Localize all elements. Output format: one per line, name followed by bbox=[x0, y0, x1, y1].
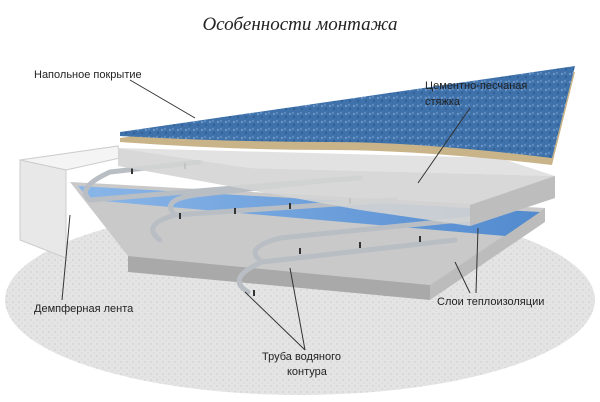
diagram-title: Особенности монтажа bbox=[202, 14, 398, 35]
label-screed-2: стяжка bbox=[425, 96, 461, 108]
label-floor-cover: Напольное покрытие bbox=[34, 69, 142, 81]
label-screed-1: Цементно-песчаная bbox=[425, 80, 528, 92]
damper-front bbox=[19, 159, 67, 259]
screed-slab-front bbox=[118, 148, 555, 226]
floor-cover bbox=[120, 66, 575, 158]
screed-slab-top bbox=[118, 148, 555, 176]
label-pipe-1: Труба водяного bbox=[262, 351, 341, 363]
label-pipe-2: контура bbox=[287, 366, 327, 378]
screed-slab-side bbox=[470, 176, 555, 226]
leader-lines bbox=[61, 79, 479, 351]
insulation-slab-front bbox=[128, 256, 430, 300]
label-insulation: Слои теплоизоляции bbox=[437, 296, 545, 308]
insulation-slab-side bbox=[430, 208, 545, 300]
label-damper-tape: Демпферная лента bbox=[34, 303, 134, 315]
